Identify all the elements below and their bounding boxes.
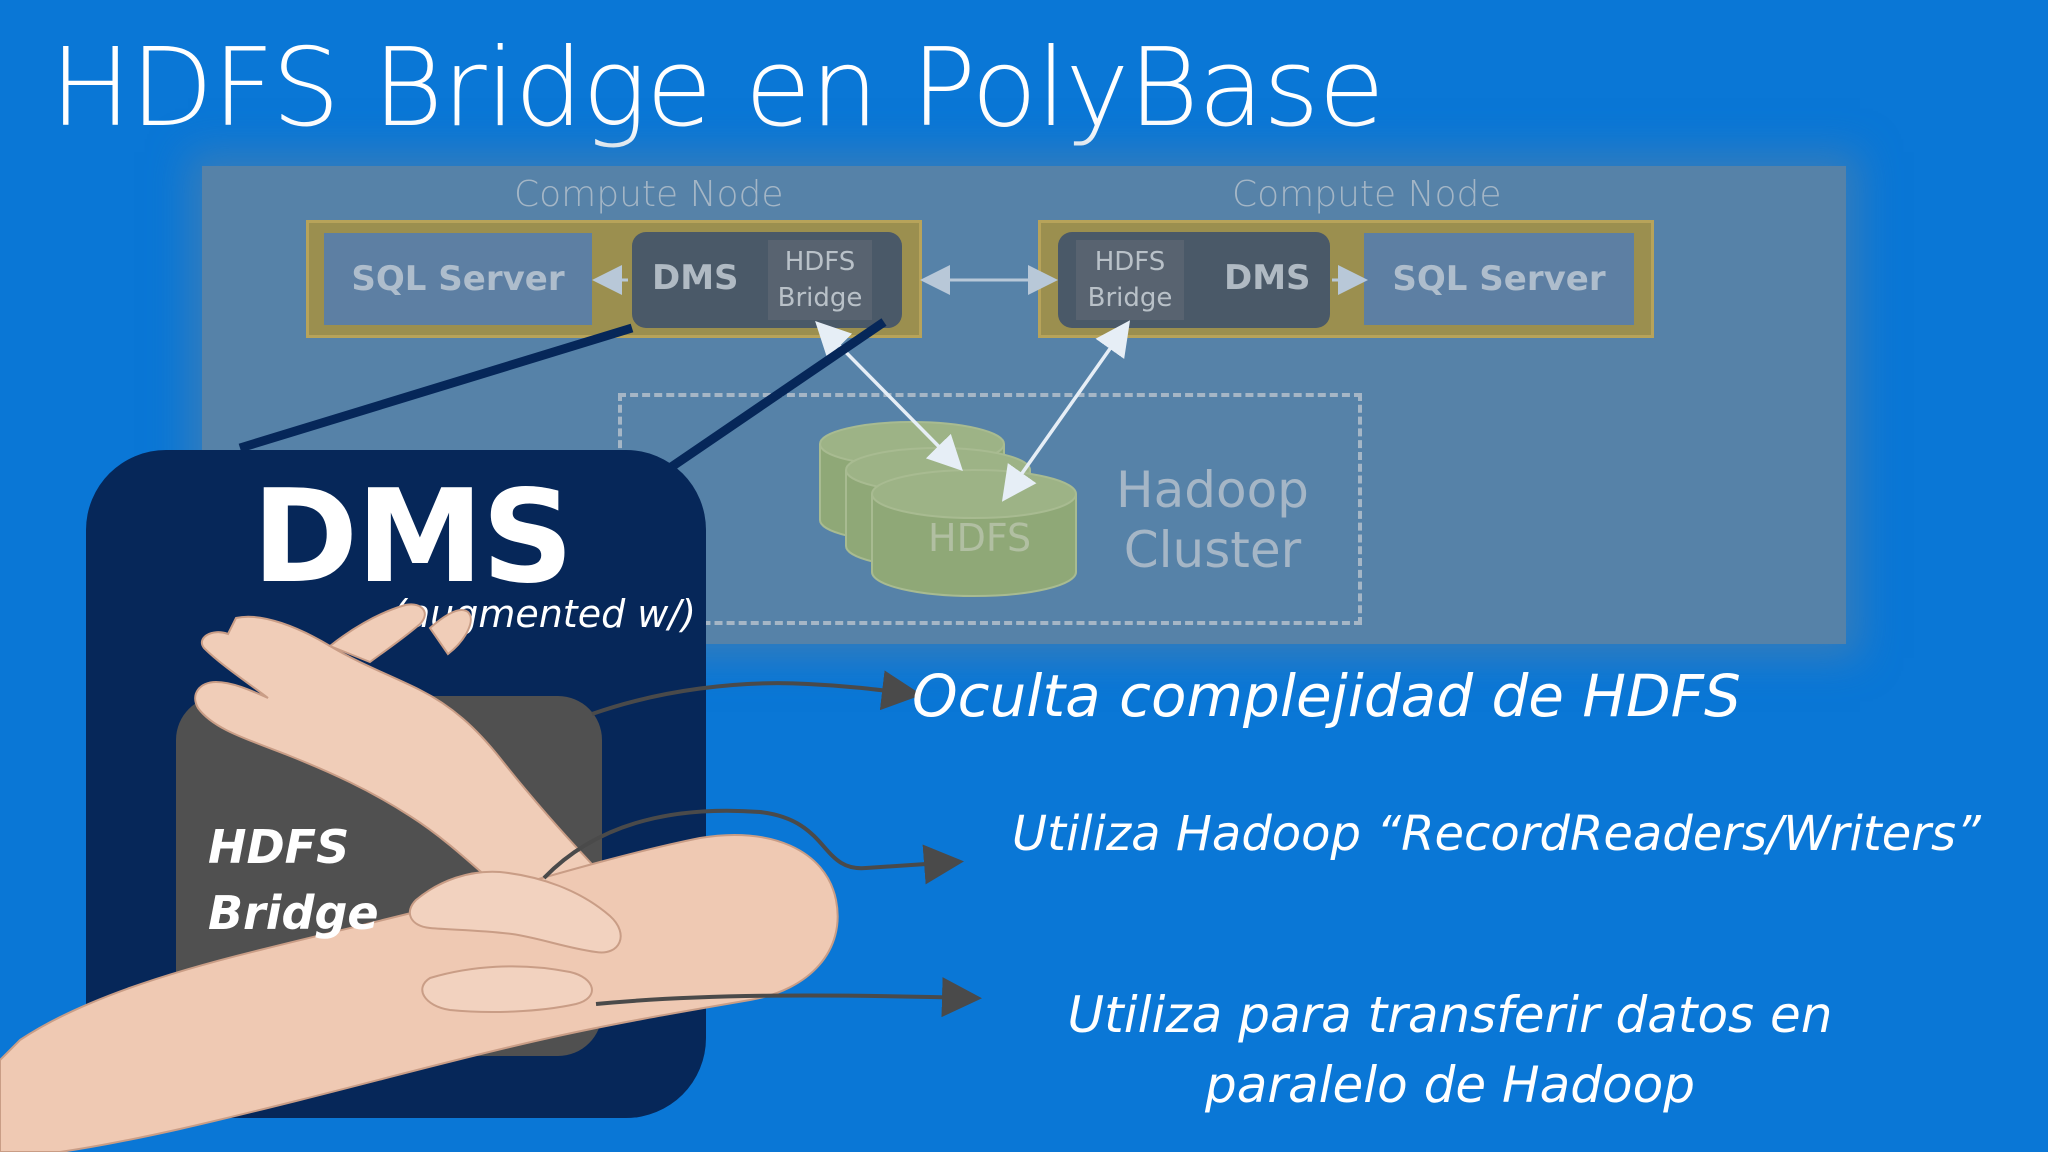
right-sql-server-label: SQL Server xyxy=(1392,259,1606,299)
right-sql-server-box: SQL Server xyxy=(1364,233,1634,325)
point-record-readers: Utiliza Hadoop “RecordReaders/Writers” xyxy=(1012,806,1981,862)
left-hdfs-bridge-line1: HDFS xyxy=(784,247,856,277)
page-title: HDFS Bridge en PolyBase xyxy=(50,26,1385,151)
hdfs-bridge-inner-line2: Bridge xyxy=(208,886,379,940)
hadoop-cluster-label-line1: Hadoop xyxy=(1116,461,1309,519)
arrow-to-point-1 xyxy=(591,670,922,716)
arrow-to-point-3 xyxy=(595,977,982,1018)
left-compute-node-label: Compute Node xyxy=(514,174,784,215)
upper-hand-thumb xyxy=(328,603,426,664)
lower-forearm xyxy=(0,834,839,1152)
point-parallel-transfer-line2: paralelo de Hadoop xyxy=(1205,1056,1695,1114)
lower-hand-fingers xyxy=(421,965,593,1013)
upper-hand-fingertip xyxy=(428,609,472,656)
right-hdfs-bridge-line1: HDFS xyxy=(1094,247,1166,277)
hdfs-label: HDFS xyxy=(928,516,1032,560)
right-hdfs-bridge-line2: Bridge xyxy=(1087,283,1173,313)
callout-connector-right xyxy=(661,318,887,476)
dms-callout-title: DMS xyxy=(252,463,574,612)
right-hdfs-bridge-box: HDFS Bridge xyxy=(1076,240,1184,320)
left-sql-server-box: SQL Server xyxy=(324,233,592,325)
hdfs-bridge-inner-label: HDFS Bridge xyxy=(208,814,379,946)
right-bridge-hdfs-arrow xyxy=(1001,320,1131,502)
left-hdfs-bridge-box: HDFS Bridge xyxy=(768,240,872,320)
left-sql-server-label: SQL Server xyxy=(351,259,565,299)
hadoop-cluster-label: Hadoop Cluster xyxy=(1116,460,1309,580)
point-parallel-transfer: Utiliza para transferir datos en paralel… xyxy=(1010,980,1890,1120)
left-dms-label: DMS xyxy=(652,258,739,298)
arrow-to-point-2 xyxy=(542,808,964,885)
hdfs-bridge-inner-line1: HDFS xyxy=(208,820,350,874)
point-parallel-transfer-line1: Utiliza para transferir datos en xyxy=(1067,986,1833,1044)
right-dms-label: DMS xyxy=(1224,258,1311,298)
point-hides-complexity: Oculta complejidad de HDFS xyxy=(912,662,1741,730)
callout-connector-left xyxy=(238,323,634,453)
left-hdfs-bridge-line2: Bridge xyxy=(777,283,863,313)
hadoop-cluster-label-line2: Cluster xyxy=(1123,521,1302,579)
lower-hand xyxy=(408,870,622,954)
right-compute-node-label: Compute Node xyxy=(1232,174,1502,215)
